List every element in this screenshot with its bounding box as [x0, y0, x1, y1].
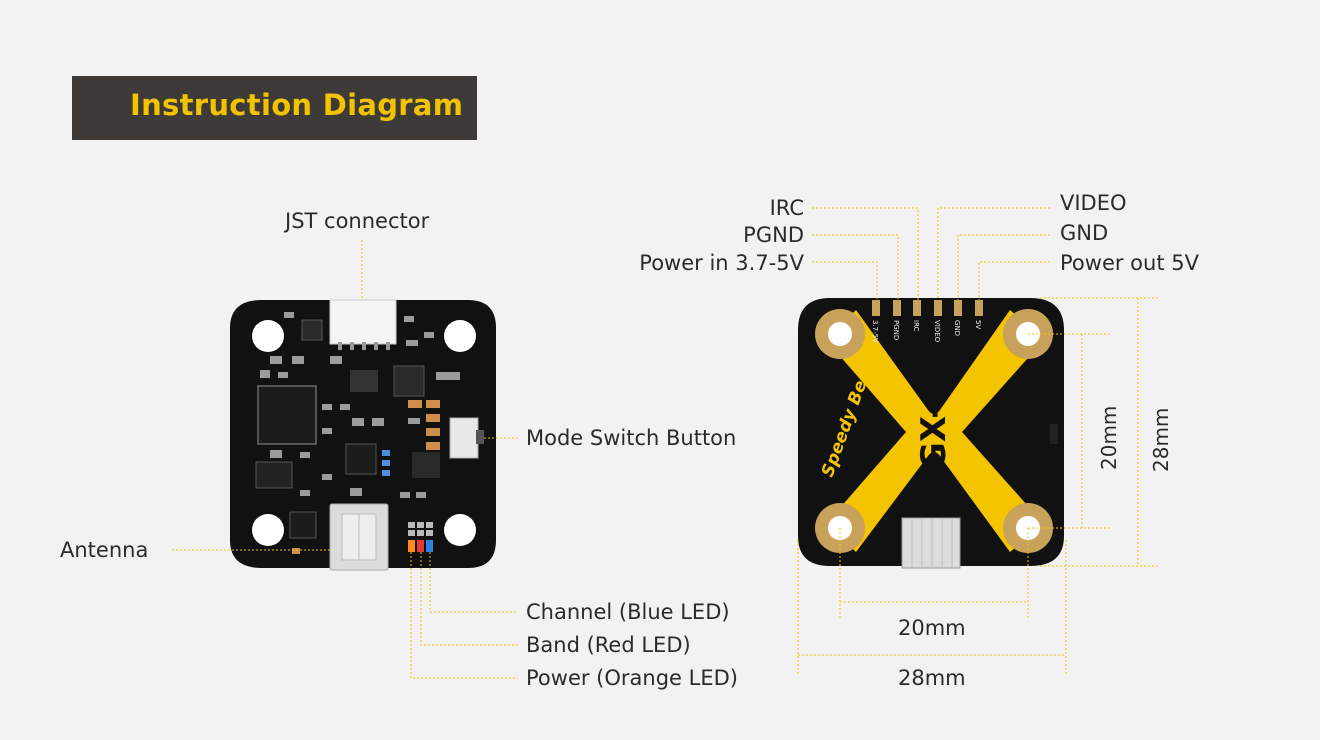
title-banner: Instruction Diagram [72, 76, 477, 140]
right-x-frame [826, 310, 1044, 552]
model-logo: GGX-1 [914, 381, 954, 498]
dim-vertical-outer: 28mm [1149, 408, 1173, 472]
mount-hole-tr [444, 320, 476, 352]
pad-label-power-in: 3.7-5V [871, 320, 879, 343]
label-power-out: Power out 5V [1060, 251, 1199, 275]
mount-hole-bl [252, 514, 284, 546]
label-gnd: GND [1060, 221, 1109, 245]
pad-label-video: VIDEO [933, 320, 941, 343]
jst-connector [329, 299, 397, 345]
label-mode-switch: Mode Switch Button [526, 426, 737, 450]
label-irc: IRC [769, 196, 804, 220]
led-orange [408, 540, 415, 552]
label-video: VIDEO [1060, 191, 1127, 215]
left-leader-lines [172, 240, 518, 679]
pad-label-5v: 5V [974, 320, 982, 329]
led-red [417, 540, 424, 552]
led-blue [426, 540, 433, 552]
left-board [230, 299, 496, 571]
solder-pads [872, 300, 983, 316]
label-power-in: Power in 3.7-5V [639, 251, 804, 275]
label-channel-led: Channel (Blue LED) [526, 600, 730, 624]
mount-hole-br [444, 514, 476, 546]
right-antenna-connector [901, 517, 961, 569]
dim-horizontal-inner: 20mm [898, 616, 966, 640]
right-leader-lines [797, 207, 1160, 676]
right-board: 3.7-5V PGND IRC VIDEO GND 5V Speedy Bee … [798, 298, 1064, 569]
page-title: Instruction Diagram [130, 88, 464, 122]
label-band-led: Band (Red LED) [526, 633, 691, 657]
main-chip [257, 385, 317, 445]
dim-horizontal-outer: 28mm [898, 666, 966, 690]
pad-label-pgnd: PGND [892, 320, 900, 340]
pad-label-irc: IRC [912, 320, 920, 332]
mode-switch-button [449, 417, 479, 459]
dim-vertical-inner: 20mm [1097, 406, 1121, 470]
label-jst-connector: JST connector [285, 209, 430, 233]
label-pgnd: PGND [743, 223, 804, 247]
label-antenna: Antenna [60, 538, 149, 562]
pad-label-gnd: GND [953, 320, 961, 336]
mount-hole-tl [252, 320, 284, 352]
left-pcb [230, 300, 496, 568]
label-power-led: Power (Orange LED) [526, 666, 738, 690]
